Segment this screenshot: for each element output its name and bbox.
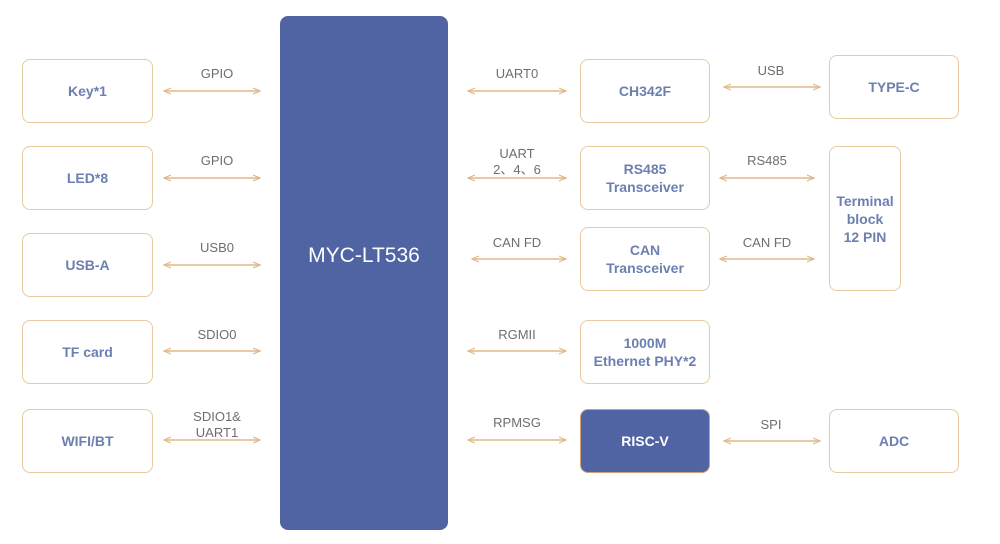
tf-card-box: TF card	[22, 320, 153, 384]
ethernet-phy-box: 1000M Ethernet PHY*2	[580, 320, 710, 384]
uart0-label: UART0	[495, 66, 539, 81]
can-fd-right-label: CAN FD	[742, 235, 792, 250]
key-box: Key*1	[22, 59, 153, 123]
usb-label: USB	[757, 63, 785, 78]
rgmii-label: RGMII	[498, 327, 536, 342]
sdio0-label: SDIO0	[197, 327, 237, 342]
risc-v-box: RISC-V	[580, 409, 710, 473]
terminal-block-box: Terminal block 12 PIN	[829, 146, 901, 291]
led-box: LED*8	[22, 146, 153, 210]
wifi-bt-box: WIFI/BT	[22, 409, 153, 473]
gpio-led-label: GPIO	[200, 153, 234, 168]
type-c-box: TYPE-C	[829, 55, 959, 119]
rs485-transceiver-box: RS485 Transceiver	[580, 146, 710, 210]
usb0-label: USB0	[200, 240, 234, 255]
main-soc-label: MYC-LT536	[308, 244, 420, 267]
gpio-key-label: GPIO	[200, 66, 234, 81]
rpmsg-label: RPMSG	[493, 415, 541, 430]
sdio1-uart1-label: SDIO1& UART1	[193, 409, 241, 440]
can-transceiver-box: CAN Transceiver	[580, 227, 710, 291]
spi-label: SPI	[760, 417, 782, 432]
usb-a-box: USB-A	[22, 233, 153, 297]
rs485-label: RS485	[747, 153, 787, 168]
uart246-label: UART 2、4、6	[493, 146, 541, 177]
can-fd-label: CAN FD	[492, 235, 542, 250]
adc-box: ADC	[829, 409, 959, 473]
main-soc-block	[280, 16, 448, 530]
ch342f-box: CH342F	[580, 59, 710, 123]
